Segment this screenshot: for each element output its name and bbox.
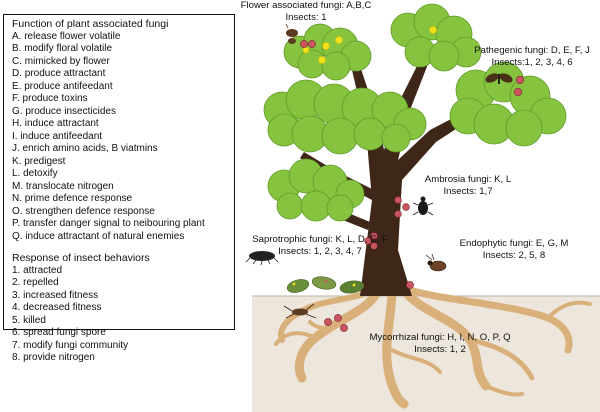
response-item: 8. provide nitrogen (12, 352, 95, 364)
flower-fungi-label: Flower associated fungi: A,B,C Insects: … (218, 0, 394, 23)
function-item: M. translocate nitrogen (12, 180, 114, 192)
endophytic-fungi-insects: Insects: 2, 5, 8 (482, 249, 546, 261)
beetle-icon (412, 196, 434, 216)
function-item: F. produce toxins (12, 93, 88, 105)
pathogenic-fungi-insects: Insects:1, 2, 3, 4, 6 (491, 56, 573, 68)
fungi-spots (300, 40, 525, 332)
function-item: P. transfer danger signal to neibouring … (12, 218, 205, 230)
responses-list: 1. attracted 2. repelled 3. increased fi… (12, 265, 234, 365)
function-item: A. release flower volatile (12, 30, 121, 42)
response-item: 4. decreased fitness (12, 302, 102, 314)
butterfly-icon (485, 73, 513, 84)
function-item: Q. induce attractant of natural enemies (12, 230, 185, 242)
function-item: E. produce antifeedant (12, 80, 113, 92)
ambrosia-fungi-insects: Insects: 1,7 (443, 185, 493, 197)
function-item: G. produce insecticides (12, 105, 116, 117)
function-item: H. induce attractant (12, 118, 99, 130)
function-item: D. produce attractant (12, 68, 106, 80)
bug-icon (425, 253, 447, 272)
saprotrophic-fungi-label: Saprotrophic fungi: K, L, D, E, F Insect… (238, 234, 402, 257)
responses-title: Response of insect behaviors (12, 252, 150, 265)
pathogenic-fungi-label: Pathegenic fungi: D, E, F, J Insects:1, … (466, 45, 598, 68)
mycorrhizal-fungi-label: Mycorrhizal fungi: H, I, N, O, P, Q Inse… (350, 332, 530, 355)
flowers (302, 26, 437, 64)
functions-title: Function of plant associated fungi (12, 18, 169, 30)
saprotrophic-fungi-insects: Insects: 1, 2, 3, 4, 7 (278, 245, 362, 257)
mycorrhizal-fungi-insects: Insects: 1, 2 (414, 343, 466, 355)
endophytic-fungi-title: Endophytic fungi: E, G, M (459, 238, 569, 249)
function-item: N. prime defence response (12, 193, 133, 205)
functions-list: A. release flower volatile B. modify flo… (12, 31, 234, 244)
flower-fungi-title: Flower associated fungi: A,B,C (240, 0, 372, 11)
response-item: 7. modify fungi community (12, 339, 129, 351)
function-item: B. modify floral volatile (12, 43, 113, 55)
woodlouse-icon (245, 251, 279, 266)
roots (274, 285, 592, 409)
function-item: I. induce antifeedant (12, 130, 103, 142)
function-item: L. detoxify (12, 168, 58, 180)
response-item: 3. increased fitness (12, 289, 99, 301)
response-item: 2. repelled (12, 277, 59, 289)
cricket-icon (283, 303, 317, 319)
foliage (263, 3, 567, 222)
mycorrhizal-fungi-title: Mycorrhizal fungi: H, I, N, O, P, Q (369, 332, 511, 343)
saprotrophic-fungi-title: Saprotrophic fungi: K, L, D, E, F (252, 234, 388, 245)
pathogenic-fungi-title: Pathegenic fungi: D, E, F, J (474, 45, 590, 56)
function-item: K. predigest (12, 155, 66, 167)
moth-icon (285, 23, 298, 44)
ambrosia-fungi-label: Ambrosia fungi: K, L Insects: 1,7 (416, 174, 520, 197)
response-item: 6. spread fungi spore (12, 327, 106, 339)
flower-fungi-insects: Insects: 1 (285, 11, 327, 23)
function-item: O. strengthen defence response (12, 205, 155, 217)
ambrosia-fungi-title: Ambrosia fungi: K, L (424, 174, 512, 185)
legend-box: Function of plant associated fungi A. re… (3, 14, 235, 363)
function-item: J. enrich amino acids, B viatmins (12, 143, 158, 155)
response-item: 5. killed (12, 314, 46, 326)
function-item: C. mimicked by flower (12, 55, 110, 67)
endophytic-fungi-label: Endophytic fungi: E, G, M Insects: 2, 5,… (450, 238, 578, 261)
response-item: 1. attracted (12, 264, 63, 276)
leaf-litter (286, 276, 365, 294)
